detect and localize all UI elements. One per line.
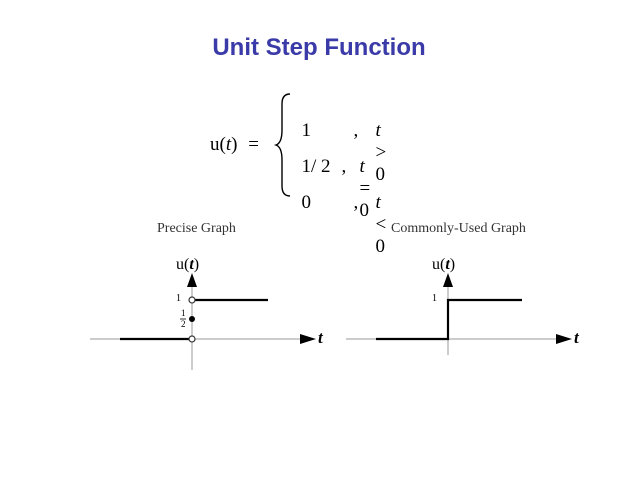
case-row-3-sep: , xyxy=(344,170,359,214)
case-1-val: 0 xyxy=(375,164,386,185)
precise-tick-half-num: 1 xyxy=(181,308,186,318)
equals-sign: = xyxy=(248,134,259,155)
case-1-sep: , xyxy=(353,120,359,141)
common-y-label: u(t) xyxy=(432,256,456,273)
precise-tick-half-den: 2 xyxy=(181,319,186,329)
case-2-op: = xyxy=(359,178,371,199)
case-1-op: > xyxy=(375,142,387,163)
function-name: u xyxy=(210,134,220,155)
precise-x-arrow xyxy=(300,334,316,344)
precise-tick-one: 1 xyxy=(176,293,181,304)
case-3-sep: , xyxy=(353,192,359,213)
equation-lhs: u(t) = xyxy=(210,134,259,155)
case-row-2-sep: , xyxy=(332,134,347,178)
precise-open-circle-top xyxy=(188,296,196,304)
precise-half-point xyxy=(189,316,195,322)
precise-x-label: t xyxy=(318,328,323,347)
common-x-label: t xyxy=(574,328,579,347)
case-2-value: 1/ 2 xyxy=(301,156,331,177)
case-3-val: 0 xyxy=(375,236,386,257)
case-row-3: 0 xyxy=(292,170,312,214)
precise-y-label: u(t) xyxy=(176,256,200,273)
common-y-arrow xyxy=(443,273,453,287)
case-2-val: 0 xyxy=(359,200,370,221)
function-argument: t xyxy=(225,134,232,155)
common-x-arrow xyxy=(556,334,572,344)
case-2-var: t xyxy=(359,156,365,177)
case-row-2: 1/ 2 xyxy=(292,134,331,178)
common-tick-one: 1 xyxy=(432,293,437,304)
case-row-1-sep: , xyxy=(344,98,359,142)
case-row-1-cond: t > 0 xyxy=(366,98,387,186)
precise-graph-caption: Precise Graph xyxy=(157,221,236,236)
case-3-op: < xyxy=(375,214,387,235)
case-3-value: 0 xyxy=(301,192,312,213)
precise-open-circle-bottom xyxy=(188,335,196,343)
case-3-var: t xyxy=(375,192,381,213)
case-1-value: 1 xyxy=(301,120,312,141)
case-row-1: 1 xyxy=(292,98,312,142)
case-row-3-cond: t < 0 xyxy=(366,170,387,258)
common-graph-caption: Commonly-Used Graph xyxy=(391,221,526,236)
common-step-line xyxy=(376,298,522,341)
case-2-sep: , xyxy=(341,156,347,177)
case-row-2-cond: t = 0 xyxy=(350,134,371,222)
page-title: Unit Step Function xyxy=(212,34,426,61)
case-1-var: t xyxy=(375,120,381,141)
precise-y-arrow xyxy=(187,273,197,287)
